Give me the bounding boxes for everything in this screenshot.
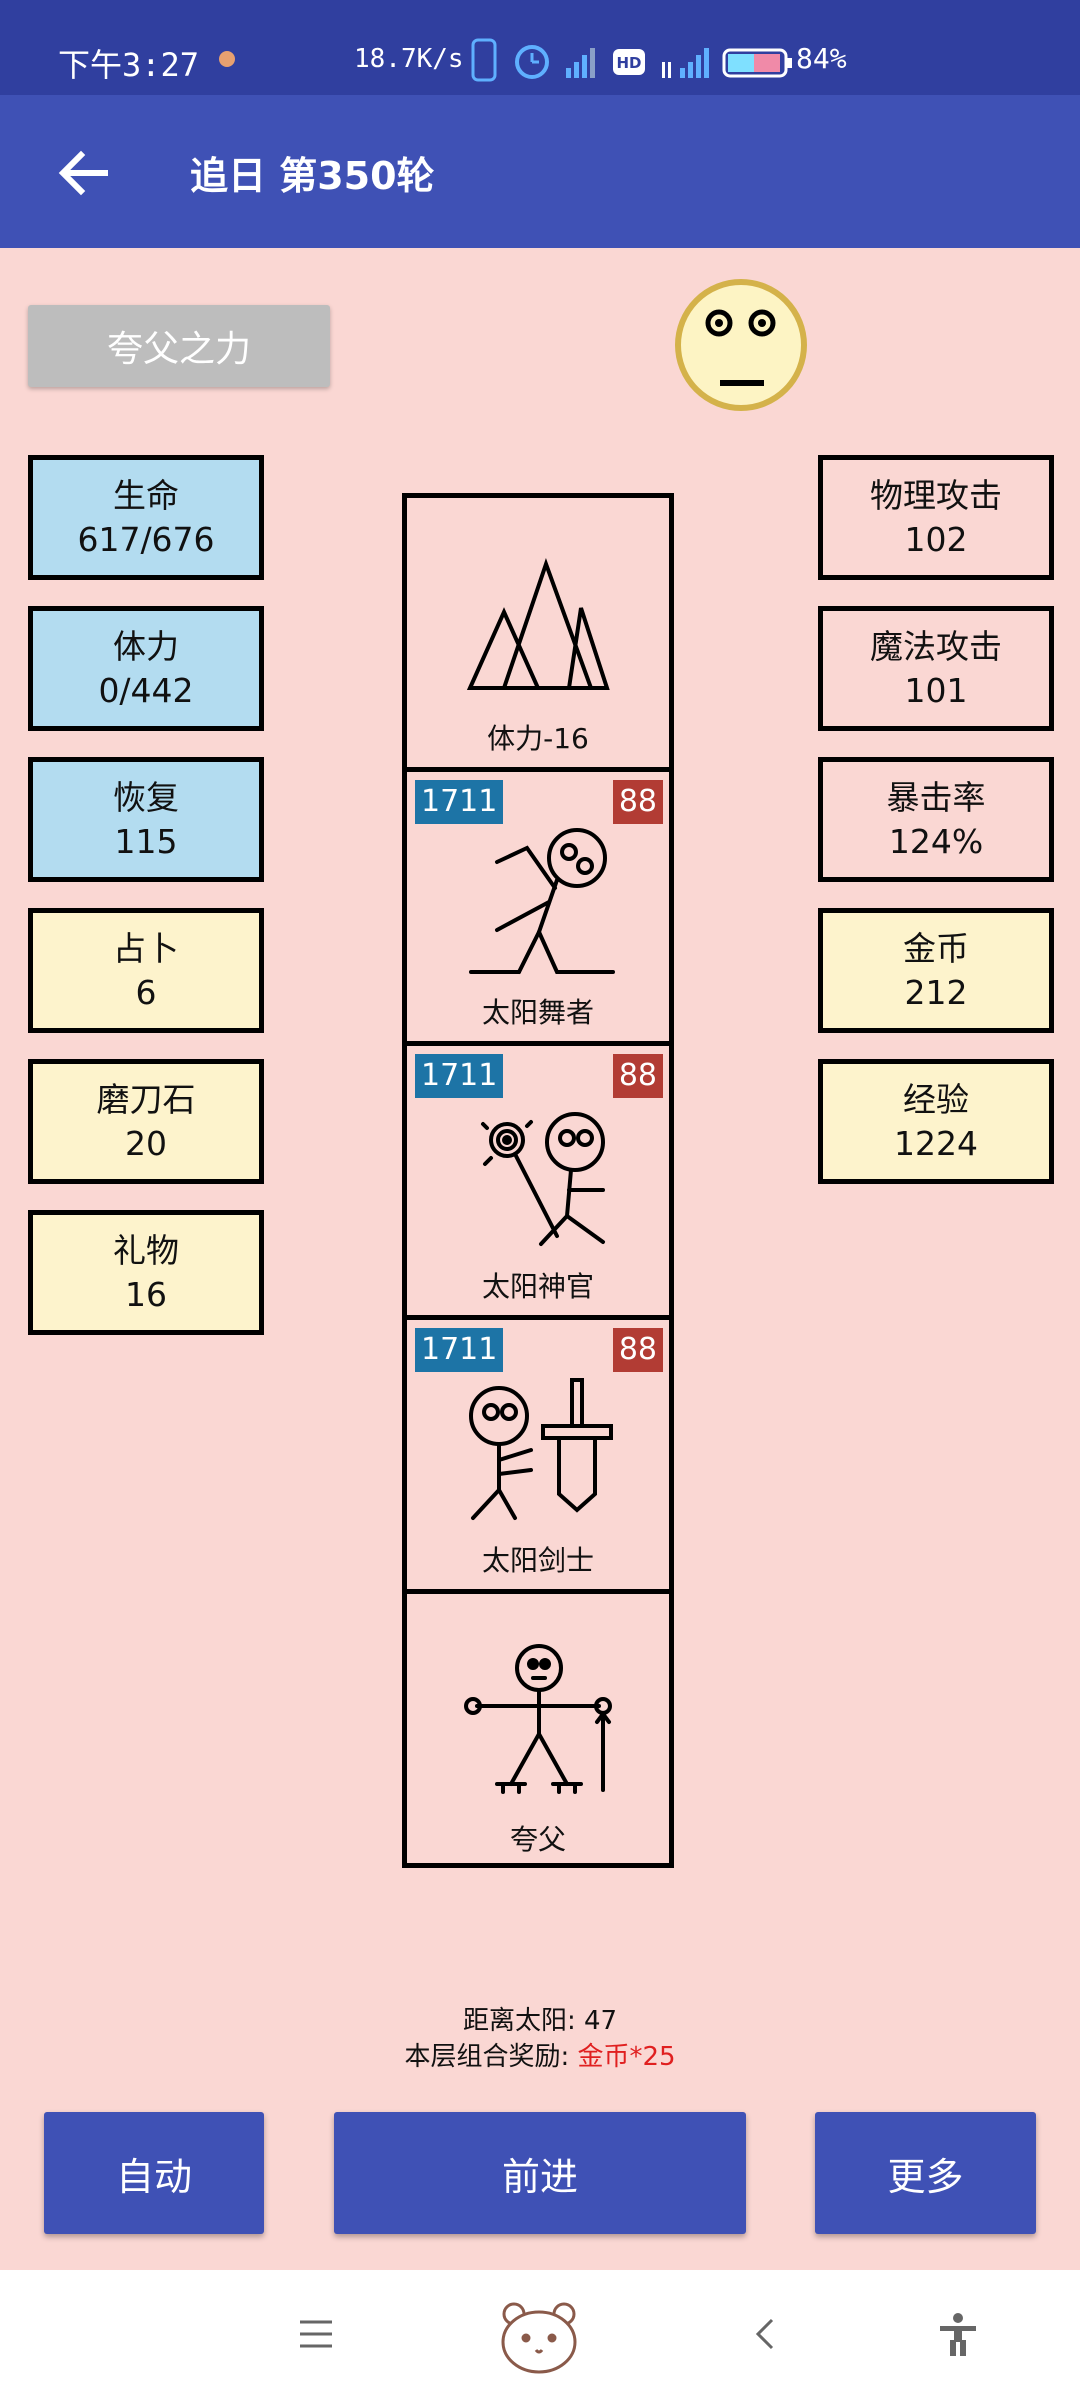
cell-label: 太阳剑士 — [481, 1544, 594, 1577]
app-bar: 追日 第350轮 — [0, 95, 1080, 248]
stat-crit-rate: 暴击率 124% — [818, 757, 1054, 882]
stat-label: 生命 — [113, 475, 179, 515]
stat-experience: 经验 1224 — [818, 1059, 1054, 1184]
tower-cell-sun-priest[interactable]: 1711 88 太阳神官 — [407, 1046, 669, 1320]
alarm-icon — [515, 45, 549, 79]
hd-icon: HD — [613, 49, 645, 75]
stat-value: 124% — [888, 821, 984, 861]
stat-whetstone[interactable]: 磨刀石 20 — [28, 1059, 264, 1184]
player-face-icon — [675, 279, 807, 411]
stat-label: 磨刀石 — [96, 1079, 196, 1119]
skill-button[interactable]: 夸父之力 — [28, 305, 330, 387]
battery-icon — [722, 48, 792, 78]
phone-vibrate-icon — [471, 38, 497, 82]
reward-info: 本层组合奖励: 金币*25 — [0, 2036, 1080, 2073]
enemy-attack-badge: 88 — [612, 1328, 663, 1372]
stat-label: 体力 — [113, 626, 179, 666]
stat-life: 生命 617/676 — [28, 455, 264, 580]
stat-value: 102 — [904, 519, 968, 559]
stat-label: 物理攻击 — [870, 475, 1002, 515]
signal-3g-icon — [566, 48, 595, 78]
mountain-icon — [466, 557, 610, 690]
page-title: 追日 第350轮 — [190, 154, 435, 198]
enemy-hp-badge: 1711 — [415, 780, 504, 824]
sun-dancer-icon — [469, 828, 615, 974]
stat-label: 金币 — [903, 928, 969, 968]
battery-percent: 84% — [796, 42, 847, 75]
reward-label: 本层组合奖励: — [404, 2042, 578, 2072]
stat-label: 暴击率 — [886, 777, 986, 817]
stat-recovery: 恢复 115 — [28, 757, 264, 882]
cell-label: 体力-16 — [487, 722, 589, 755]
more-button[interactable]: 更多 — [815, 2112, 1036, 2234]
signal-4g-icon — [662, 48, 709, 78]
cell-label: 夸父 — [509, 1823, 566, 1856]
status-bar: 下午3:27 18.7K/s HD 84% — [0, 0, 1080, 95]
back-nav-icon[interactable] — [752, 2316, 776, 2352]
stat-label: 经验 — [903, 1079, 969, 1119]
enemy-hp-badge: 1711 — [415, 1054, 504, 1098]
sun-priest-icon — [481, 1112, 605, 1246]
tower-column: 体力-16 1711 88 太阳舞者 — [402, 493, 674, 1868]
bear-home-icon[interactable] — [496, 2298, 582, 2374]
back-arrow-icon[interactable] — [55, 145, 111, 201]
tower-cell-sun-dancer[interactable]: 1711 88 太阳舞者 — [407, 772, 669, 1046]
stat-value: 212 — [904, 972, 968, 1012]
menu-icon[interactable] — [298, 2318, 334, 2350]
tower-cell-player: 夸父 — [407, 1594, 669, 1868]
stat-divination[interactable]: 占卜 6 — [28, 908, 264, 1033]
network-speed: 18.7K/s — [354, 44, 464, 74]
stat-magic-attack: 魔法攻击 101 — [818, 606, 1054, 731]
stat-stamina: 体力 0/442 — [28, 606, 264, 731]
svg-text:HD: HD — [616, 54, 641, 72]
stat-label: 恢复 — [113, 777, 179, 817]
tower-cell-sun-swordsman[interactable]: 1711 88 太阳剑士 — [407, 1320, 669, 1594]
cell-label: 太阳神官 — [481, 1270, 594, 1303]
enemy-hp-badge: 1711 — [415, 1328, 504, 1372]
kuafu-icon — [464, 1644, 612, 1794]
tower-cell-mountain[interactable]: 体力-16 — [407, 498, 669, 772]
stat-gift[interactable]: 礼物 16 — [28, 1210, 264, 1335]
stat-value: 1224 — [894, 1123, 978, 1163]
accessibility-icon[interactable] — [938, 2312, 978, 2356]
stat-label: 魔法攻击 — [870, 626, 1002, 666]
system-nav-bar — [0, 2270, 1080, 2400]
cell-label: 太阳舞者 — [481, 996, 594, 1029]
stat-value: 617/676 — [77, 519, 215, 559]
stat-label: 占卜 — [113, 928, 179, 968]
stat-value: 115 — [114, 821, 178, 861]
status-time: 下午3:27 — [58, 46, 200, 84]
stat-value: 20 — [125, 1123, 167, 1163]
stat-value: 101 — [904, 670, 968, 710]
stat-value: 0/442 — [98, 670, 194, 710]
notification-icon — [219, 51, 235, 67]
distance-info: 距离太阳: 47 — [462, 2006, 618, 2036]
reward-value: 金币*25 — [577, 2042, 676, 2072]
forward-button[interactable]: 前进 — [334, 2112, 746, 2234]
sun-swordsman-icon — [469, 1378, 613, 1520]
stat-value: 16 — [125, 1274, 167, 1314]
enemy-attack-badge: 88 — [612, 1054, 663, 1098]
auto-button[interactable]: 自动 — [44, 2112, 264, 2234]
stat-gold: 金币 212 — [818, 908, 1054, 1033]
enemy-attack-badge: 88 — [612, 780, 663, 824]
stat-physical-attack: 物理攻击 102 — [818, 455, 1054, 580]
stat-value: 6 — [135, 972, 157, 1012]
stat-label: 礼物 — [113, 1230, 179, 1270]
